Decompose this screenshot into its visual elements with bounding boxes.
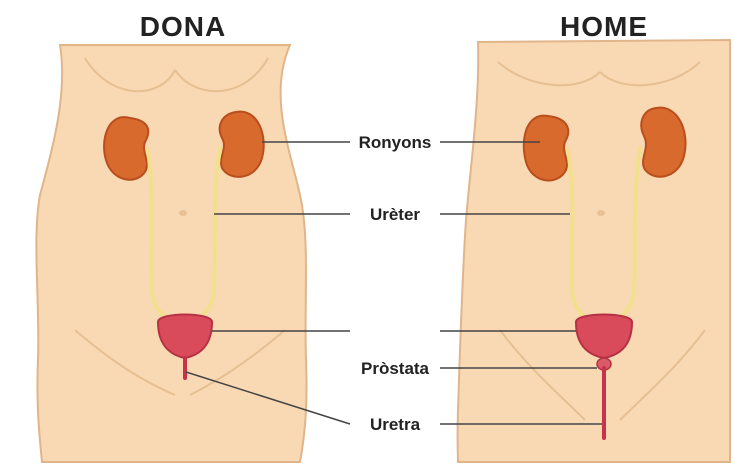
label-ureter: Urèter [370, 205, 420, 224]
male-torso [458, 40, 730, 462]
male-navel [597, 210, 605, 216]
heading-female: DONA [140, 11, 226, 42]
female-kidney-right [220, 112, 264, 177]
female-kidney-left [104, 117, 148, 180]
male-figure [458, 40, 730, 462]
female-torso [36, 45, 306, 462]
female-navel [179, 210, 187, 216]
heading-male: HOME [560, 11, 648, 42]
label-urethra: Uretra [370, 415, 421, 434]
label-prostate: Pròstata [361, 359, 430, 378]
female-figure [36, 45, 306, 462]
male-kidney-left [524, 116, 568, 181]
male-kidney-right [641, 108, 685, 177]
label-kidneys: Ronyons [359, 133, 432, 152]
